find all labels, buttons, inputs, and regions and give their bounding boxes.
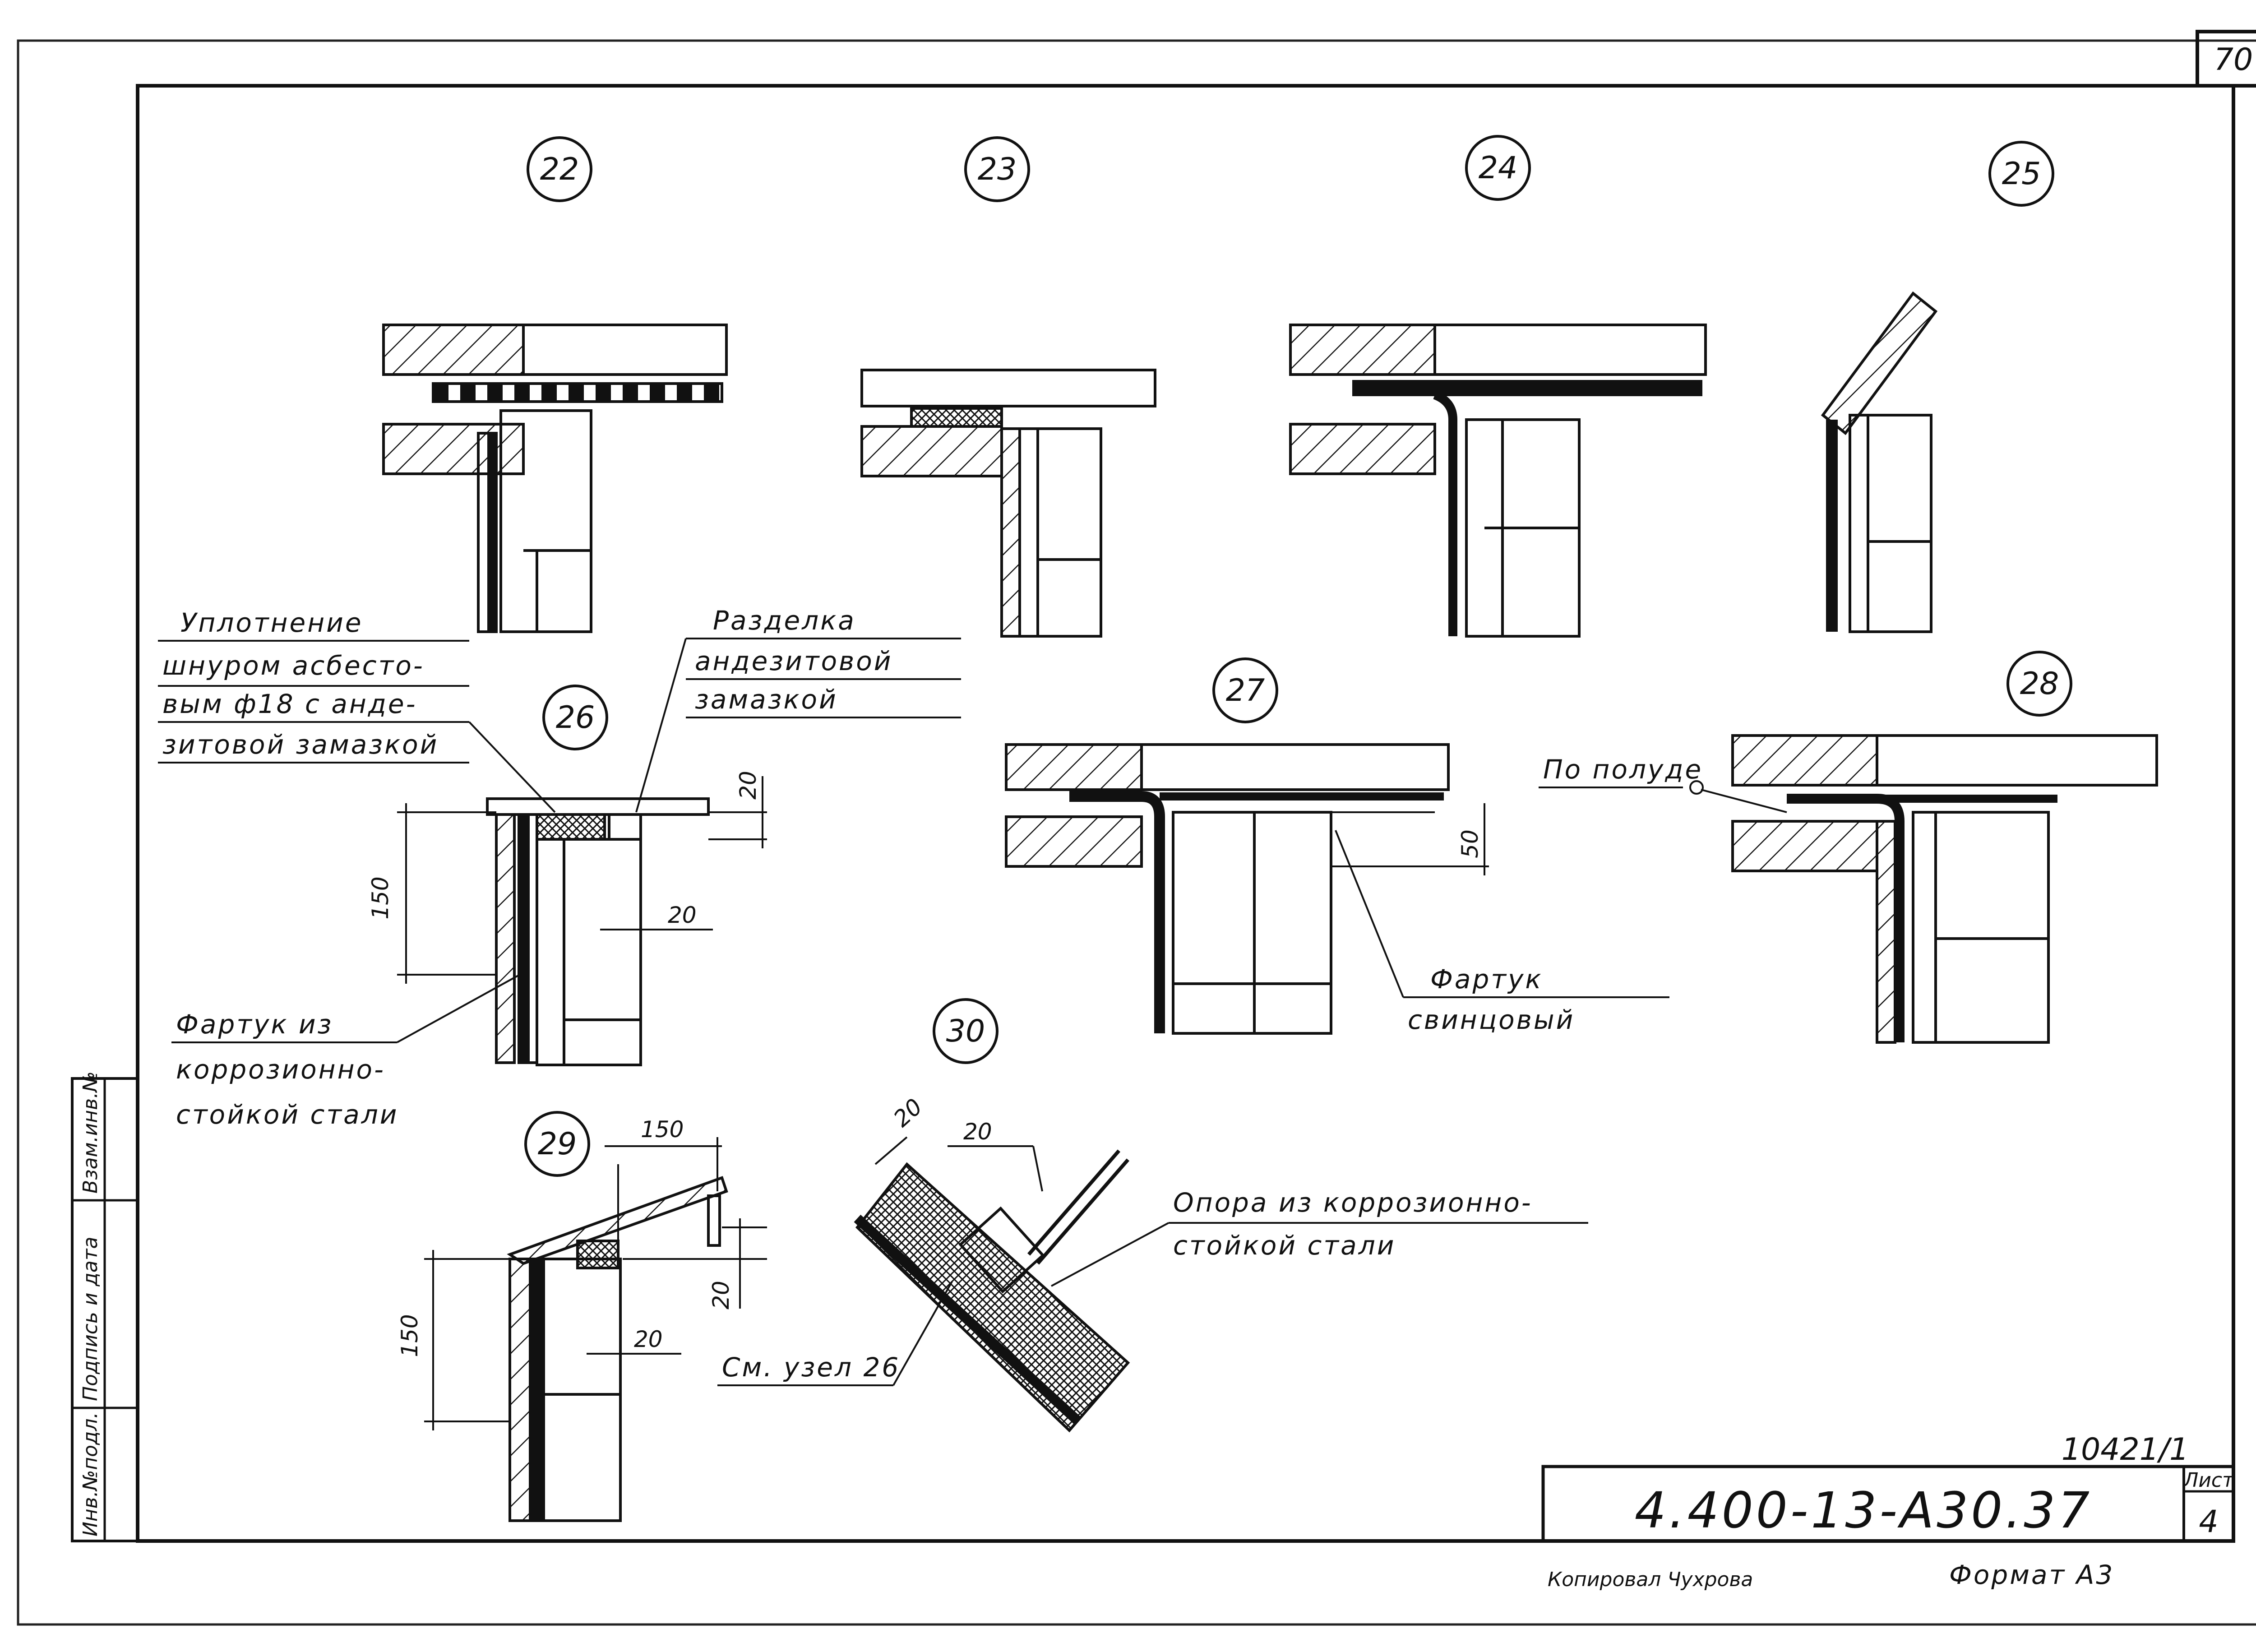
seal-line-3: вым ф18 с анде- [162,689,417,719]
seal-line-1: Уплотнение [180,607,363,638]
node-24-marker: 24 [1465,135,1531,201]
apron-lead-line-1: Фартук [1430,964,1543,995]
seal-line-2: шнуром асбесто- [162,650,425,681]
support-line-2: стойкой стали [1173,1230,1396,1261]
by-floor-label: По полуде [1543,754,1703,785]
node-22-marker: 22 [527,136,592,202]
dim-29-width: 150 [641,1116,684,1143]
side-stamp: Инв.№подл. Подпись и дата Взам.инв.№ [71,1071,139,1542]
detail-26 [397,776,767,1066]
joint-line-3: замазкой [695,684,838,715]
detail-28 [1731,734,2158,1044]
node-28-label: 28 [2020,666,2059,702]
dim-30-a: 20 [888,1093,927,1132]
detail-24 [1289,324,1707,638]
node-29-marker: 29 [524,1111,590,1177]
node-27-marker: 27 [1212,657,1278,723]
callout-apron-steel: Фартук из коррозионно- стойкой стали [171,969,528,1130]
apron-steel-line-1: Фартук из [176,1009,333,1040]
joint-line-2: андезитовой [695,646,892,676]
copied-by: Копировал Чухрова [1548,1568,1753,1591]
apron-lead-line-2: свинцовый [1408,1004,1575,1035]
dim-29-top: 20 [708,1281,734,1310]
dim-29-height: 150 [397,1314,423,1357]
callout-seal: Уплотнение шнуром асбесто- вым ф18 с анд… [158,607,556,813]
node-23-label: 23 [978,152,1017,187]
see-node-label: См. узел 26 [722,1352,900,1383]
dim-27-apron: 50 [1457,829,1483,858]
node-23-marker: 23 [964,136,1030,202]
detail-22 [382,324,728,633]
outer-border [17,39,2256,1626]
sheet-label: Лист [2182,1469,2234,1492]
node-24-label: 24 [1479,150,1518,186]
seal-line-4: зитовой замазкой [162,729,439,760]
detail-25 [1821,291,1938,633]
node-25-label: 25 [2002,156,2041,192]
dim-26-height: 150 [367,876,393,919]
support-line-1: Опора из коррозионно- [1173,1187,1533,1218]
callout-by-floor: По полуде [1539,754,1787,813]
sheet-number: 4 [2199,1504,2218,1540]
callout-joint: Разделка андезитовой замазкой [635,605,961,813]
dim-26-gap: 20 [668,902,697,928]
title-block: Лист 4 4.400-13-А30.37 10421/1 Копировал… [1541,1432,2235,1591]
dim-26-top: 20 [735,771,761,800]
node-28-marker: 28 [2006,651,2072,717]
format: Формат А3 [1949,1559,2114,1590]
callout-see-node: См. узел 26 [717,1281,953,1386]
corner-number: 70 [2214,42,2253,78]
node-26-label: 26 [556,700,595,736]
stamp-signature: Подпись и дата [79,1237,102,1401]
dim-30-b: 20 [963,1119,992,1145]
detail-29 [424,1137,767,1522]
node-22-label: 22 [540,152,579,187]
designation: 4.400-13-А30.37 [1635,1481,2092,1539]
doc-number: 10421/1 [2062,1432,2189,1467]
joint-line-1: Разделка [713,605,856,636]
node-27-label: 27 [1226,673,1265,708]
node-30-label: 30 [946,1013,985,1049]
node-30-marker: 30 [933,998,999,1064]
apron-steel-line-3: стойкой стали [176,1099,399,1130]
stamp-replace-inv: Взам.инв.№ [79,1071,102,1194]
callout-apron-lead: Фартук свинцовый [1335,830,1669,1035]
callout-support: Опора из коррозионно- стойкой стали [1051,1187,1588,1287]
corner-number-box: 70 [2196,30,2256,88]
detail-30 [854,1136,1130,1433]
detail-27 [1005,743,1489,1035]
dim-29-gap: 20 [634,1326,663,1352]
stamp-inv-no: Инв.№подл. [79,1412,102,1536]
detail-23 [860,369,1156,638]
node-26-marker: 26 [542,685,608,750]
node-25-marker: 25 [1988,141,2054,207]
apron-steel-line-2: коррозионно- [176,1054,385,1085]
node-29-label: 29 [538,1126,577,1162]
